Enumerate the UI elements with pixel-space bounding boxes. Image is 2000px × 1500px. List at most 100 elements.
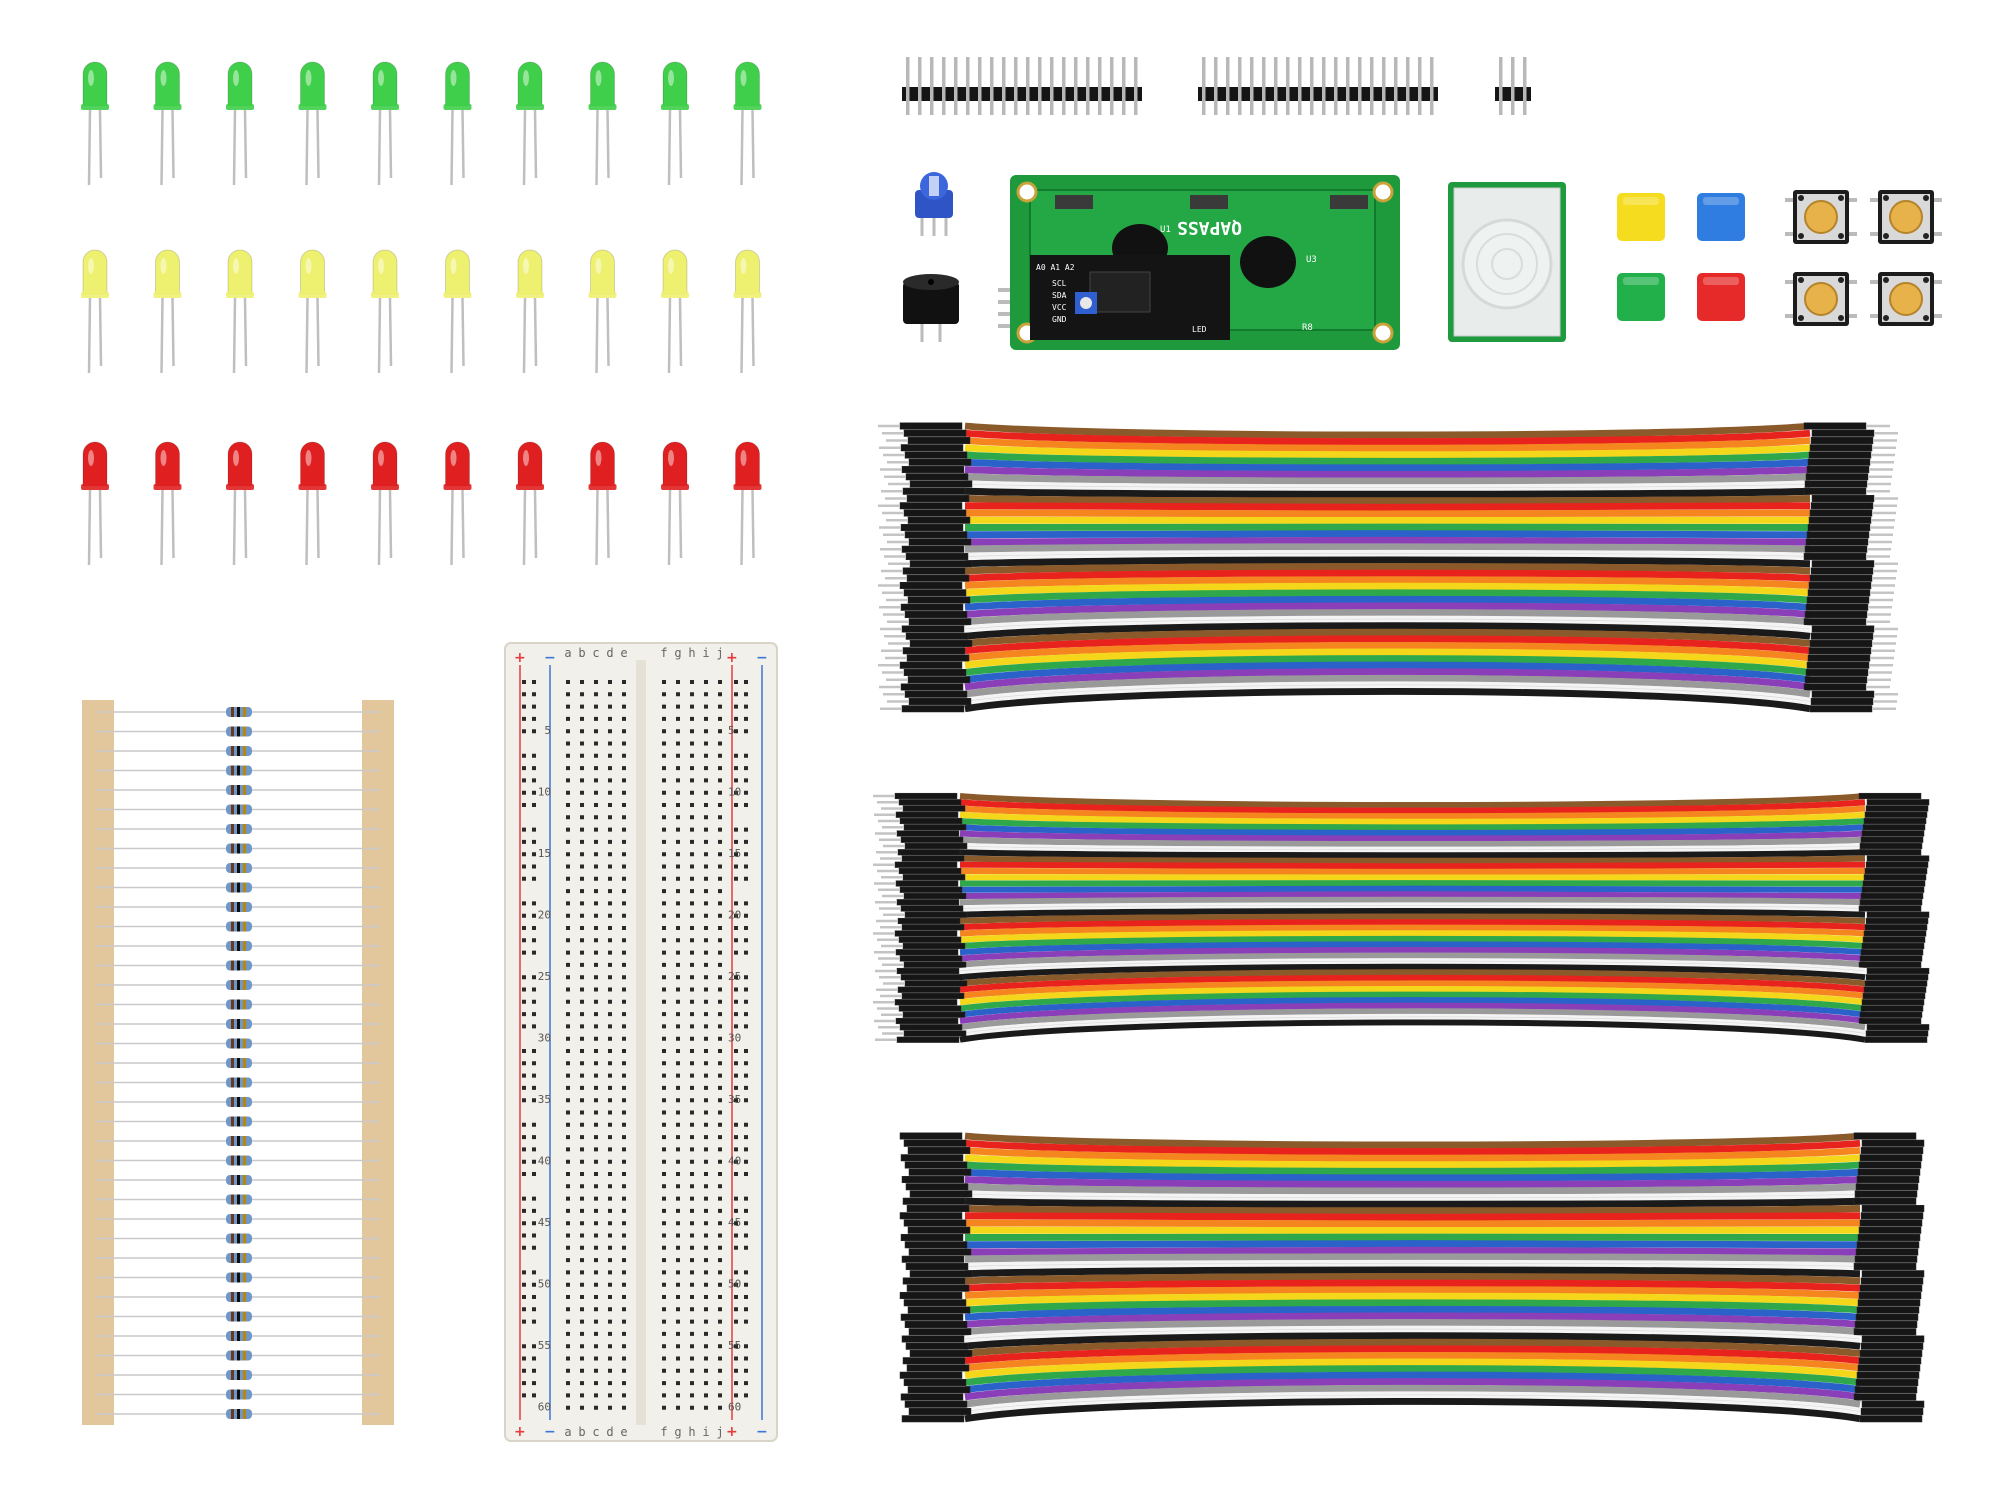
wire-connector-right [1808, 451, 1872, 459]
bb-column-letter-bottom: c [592, 1425, 599, 1439]
wire-connector-right [1857, 1233, 1921, 1242]
potentiometer [915, 172, 953, 236]
wire-connector-left [894, 792, 958, 800]
jumper-wire [964, 536, 1811, 546]
wire-connector-left [908, 697, 972, 706]
led-green [733, 61, 762, 186]
wire-connector-right [1811, 690, 1875, 698]
wire-connector-right [1804, 545, 1868, 553]
jumper-wire [964, 556, 1811, 568]
wire-connector-left [901, 545, 965, 553]
bb-row-number-right: 60 [728, 1401, 741, 1414]
jumper-bundle-male-male [878, 422, 1898, 713]
led-red [588, 441, 617, 566]
jumper-wire [959, 907, 1866, 918]
jumper-wire [959, 969, 1866, 987]
jumper-wire [959, 849, 1866, 859]
wire-connector-left [904, 980, 968, 987]
bb-column-letter-bottom: j [716, 1425, 723, 1439]
pir-motion-sensor [1448, 182, 1566, 342]
jumper-wire [964, 687, 1811, 713]
wire-connector-right [1857, 1364, 1921, 1372]
bb-row-number-left: 10 [538, 786, 551, 799]
wire-connector-left [904, 842, 968, 850]
bb-column-letter-bottom: h [688, 1425, 695, 1439]
wire-connector-left [903, 1219, 967, 1227]
jumper-wire [964, 509, 1811, 518]
jumper-wire [964, 668, 1811, 691]
wire-connector-left [900, 836, 964, 843]
wire-connector-left [895, 949, 959, 956]
jumper-wire [959, 805, 1866, 820]
jumper-wire [964, 437, 1811, 452]
bb-row-number-right: 10 [728, 786, 741, 799]
wire-connector-right [1858, 792, 1922, 800]
jumper-wire [964, 1345, 1861, 1365]
wire-connector-right [1863, 817, 1927, 825]
wire-connector-right [1803, 683, 1867, 691]
wire-connector-right [1860, 949, 1924, 956]
jumper-wire [964, 1240, 1861, 1249]
button-cap [1617, 273, 1665, 321]
wire-connector-right [1807, 589, 1871, 597]
bb-column-letter-top: d [606, 646, 613, 660]
wire-connector-left [909, 560, 973, 568]
wire-connector-right [1860, 1005, 1924, 1012]
wire-connector-left [905, 1262, 969, 1271]
wire-connector-left [902, 874, 966, 881]
jumper-wire [959, 935, 1866, 949]
button-cap [1617, 193, 1665, 241]
jumper-wire-bundles [873, 422, 1930, 1423]
i2c-label-address: A0 A1 A2 [1036, 263, 1075, 272]
wire-connector-left [904, 531, 968, 539]
wire-connector-left [902, 567, 966, 575]
wire-connector-left [906, 1284, 970, 1292]
bb-row-number-left: 60 [538, 1401, 551, 1414]
led-green [81, 61, 109, 186]
bb-column-letter-top: a [564, 646, 571, 660]
bb-row-number-left: 50 [538, 1278, 551, 1291]
wire-connector-left [900, 603, 964, 611]
wire-connector-left [904, 451, 968, 459]
wire-connector-left [903, 429, 967, 437]
wire-connector-left [907, 1386, 971, 1394]
buzzer [903, 274, 959, 342]
lcd-brand-label: QAPASS [1177, 217, 1242, 238]
jumper-wire [964, 1292, 1861, 1307]
wire-connector-right [1859, 1154, 1923, 1162]
wire-connector-left [903, 589, 967, 597]
wire-connector-right [1858, 1017, 1922, 1025]
wire-connector-left [896, 899, 960, 906]
wire-connector-right [1859, 899, 1923, 906]
wire-connector-left [903, 1299, 967, 1307]
wire-connector-right [1858, 1161, 1922, 1169]
wire-connector-right [1864, 980, 1928, 987]
wire-connector-right [1860, 1277, 1924, 1285]
jumper-wire [959, 818, 1866, 831]
jumper-wire [964, 1212, 1861, 1221]
jumper-wire [964, 480, 1811, 492]
jumper-wire [959, 1019, 1866, 1043]
wire-connector-left [899, 955, 963, 962]
jumper-wire [964, 502, 1811, 511]
wire-connector-right [1862, 880, 1926, 887]
wire-connector-right [1855, 1183, 1919, 1191]
wire-connector-left [899, 1371, 963, 1379]
jumper-wire [959, 891, 1866, 899]
wire-connector-left [901, 1415, 965, 1423]
wire-connector-left [903, 824, 967, 831]
jumper-wire [959, 868, 1866, 875]
led-red [443, 441, 472, 566]
jumper-wire [964, 1176, 1861, 1188]
wire-connector-right [1803, 618, 1867, 626]
wire-connector-right [1860, 892, 1924, 900]
wire-connector-left [902, 647, 966, 655]
jumper-wire [959, 997, 1866, 1018]
jumper-wire [959, 991, 1866, 1012]
wire-connector-right [1805, 473, 1869, 481]
wire-connector-left [904, 1400, 968, 1408]
jumper-wire [964, 1319, 1861, 1336]
wire-connector-left [901, 924, 965, 931]
